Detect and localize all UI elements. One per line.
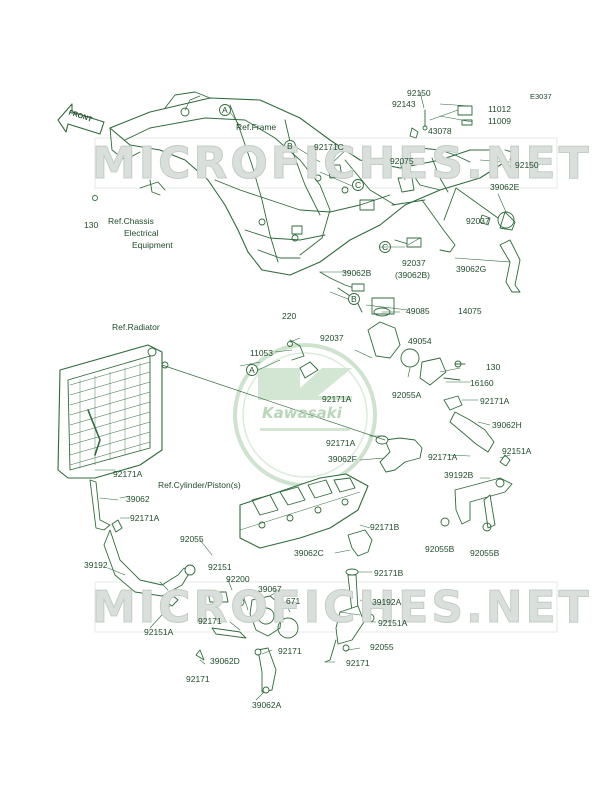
water-pipe-39192b (440, 454, 513, 532)
thermostat-housing (287, 271, 495, 453)
marker-letter-b-mid: B (351, 294, 357, 304)
part-label: 39062A (252, 700, 282, 710)
watermark-band-top (94, 137, 558, 189)
hose-39062c (324, 529, 375, 663)
watermark-band-bottom (94, 581, 558, 633)
part-label: 92171 (198, 616, 222, 626)
part-label: 39062E (490, 182, 520, 192)
part-label: 130 (84, 220, 99, 230)
circle-marker-c-top (352, 179, 364, 191)
ref-radiator: Ref.Radiator (112, 322, 160, 332)
frame-assembly (109, 91, 506, 276)
part-label: 92037 (320, 333, 344, 343)
part-label: 92171A (113, 469, 143, 479)
part-label: 39062H (492, 420, 522, 430)
part-label: 16160 (470, 378, 494, 388)
part-label: 671 (286, 596, 301, 606)
part-label: 92037 (466, 216, 490, 226)
part-label: 92171B (370, 522, 400, 532)
part-label: 49054 (408, 336, 432, 346)
hose-39062f (375, 435, 423, 473)
part-label: 92055B (470, 548, 500, 558)
part-label: 39067 (258, 584, 282, 594)
part-label: 92151A (144, 627, 174, 637)
ref-chassis-line1: Ref.Chassis (108, 216, 154, 226)
part-label: 39192B (444, 470, 474, 480)
part-label: 39062F (328, 454, 357, 464)
part-label: 43078 (428, 126, 452, 136)
part-label: 130 (486, 362, 501, 372)
circle-marker-a-top (219, 104, 231, 116)
part-label: 92055A (392, 390, 422, 400)
part-label: 92171 (186, 674, 210, 684)
part-label: 92055B (425, 544, 455, 554)
part-label: 92151A (378, 618, 408, 628)
part-label: 92150 (407, 88, 431, 98)
ref-chassis-line3: Equipment (132, 240, 173, 250)
part-label: 92171A (326, 438, 356, 448)
part-label: 92143 (392, 99, 416, 109)
part-label: 92151A (502, 446, 532, 456)
part-label: 92200 (226, 574, 250, 584)
radiator (57, 344, 386, 479)
part-label: 39192A (372, 597, 402, 607)
part-label: 39062 (126, 494, 150, 504)
part-label: 11009 (488, 116, 512, 126)
part-label: 92151 (208, 562, 232, 572)
part-label: 49085 (406, 306, 430, 316)
part-label: (39062B) (395, 270, 430, 280)
marker-letter-a-top: A (222, 105, 228, 115)
part-label: 92171A (428, 452, 458, 462)
part-label: 92171 (346, 658, 370, 668)
part-label: 11012 (488, 104, 512, 114)
marker-letter-c-top: C (355, 180, 362, 190)
water-pump (195, 591, 299, 661)
part-label: 14075 (458, 306, 482, 316)
part-label: 92037 (402, 258, 426, 268)
circle-marker-b-mid (348, 293, 360, 305)
part-label: 39062C (294, 548, 324, 558)
part-label: 92171B (374, 568, 404, 578)
chassis-bolt (92, 181, 166, 201)
part-label: 39062D (210, 656, 240, 666)
leader-lines (94, 91, 511, 701)
part-label: 220 (282, 311, 297, 321)
part-label: 39062B (342, 268, 372, 278)
circle-marker-b-top (284, 140, 296, 152)
part-label: 92055 (370, 642, 394, 652)
ref-frame: Ref.Frame (236, 122, 277, 132)
ref-cylinder: Ref.Cylinder/Piston(s) (158, 480, 241, 490)
part-label: 92171A (480, 396, 510, 406)
part-label: 92171A (322, 394, 352, 404)
part-label: 92055 (180, 534, 204, 544)
watermark-text-top: MICROFICHES.NET (92, 138, 592, 190)
kawasaki-logo-text: Kawasaki (262, 404, 342, 422)
hose-39062a (254, 647, 277, 694)
lower-radiator-hose (89, 479, 196, 607)
part-label: 92075 (390, 156, 414, 166)
upper-right-fittings (327, 105, 521, 293)
part-label: 39192 (84, 560, 108, 570)
part-label: 92171A (130, 513, 160, 523)
watermark-text-bottom: MICROFICHES.NET (92, 582, 592, 634)
front-arrow-icon (57, 103, 105, 135)
marker-letter-b-top: B (287, 141, 293, 151)
marker-letter-a-mid: A (249, 365, 255, 375)
part-label: 39062G (456, 264, 487, 274)
part-label: 92171 (278, 646, 302, 656)
cylinder-head (239, 473, 369, 549)
part-label: 92150 (515, 160, 539, 170)
circle-marker-a-mid (246, 364, 258, 376)
part-label: 11053 (250, 348, 274, 358)
ref-chassis-line2: Electrical (124, 228, 159, 238)
part-label: 92171C (314, 142, 344, 152)
diagram-code: E3037 (530, 92, 552, 101)
marker-letter-c-mid: C (382, 242, 389, 252)
